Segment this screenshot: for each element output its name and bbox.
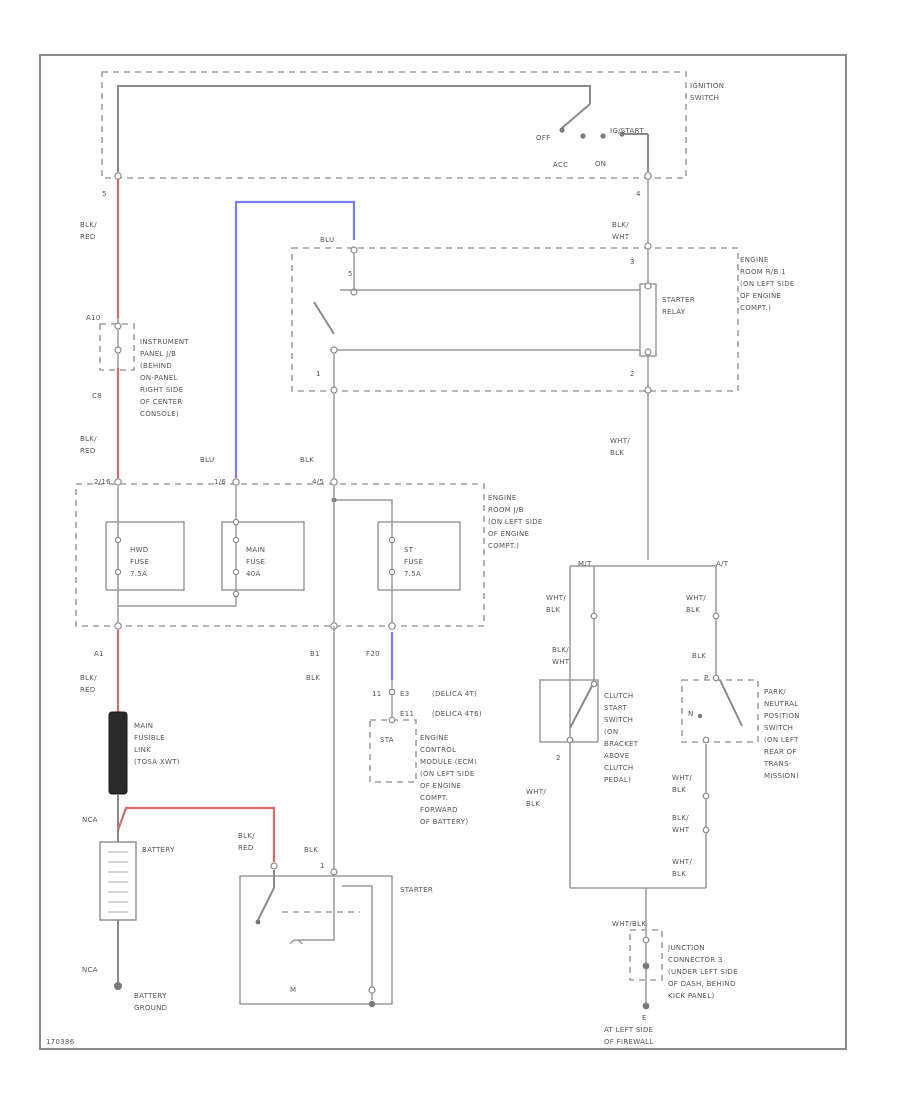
at-label: A/T	[716, 560, 729, 568]
starter: M 1 STARTER BLK/ RED BLK	[238, 626, 433, 1008]
pin-a1-label: A1	[94, 650, 104, 658]
blk-starter-label: BLK	[304, 846, 318, 854]
relay-pin-3: 3	[630, 258, 635, 266]
main-fusible-link: MAIN FUSIBLE LINK (TOSA XWT)	[108, 711, 180, 795]
pnp-pin-p: P	[704, 674, 709, 682]
engine-control-module: 11 E3 (DELICA 4T) E11 (DELICA 4T6) STA E…	[369, 680, 482, 826]
clutch-switch-label: CLUTCH START SWITCH (ON BRACKET ABOVE CL…	[604, 692, 641, 784]
pin-4-label: 4	[636, 190, 641, 198]
blu-top-label: BLU	[320, 236, 334, 244]
wire-color-blk-wht-2: BLK/ WHT	[552, 646, 571, 666]
engine-room-rb1-label: ENGINE ROOM R/B 1 (ON LEFT SIDE OF ENGIN…	[740, 256, 797, 312]
wire-color-blk-red-2: BLK/ RED	[80, 435, 99, 455]
wire-color-wht-blk-2: WHT/ BLK	[546, 594, 569, 614]
wire-color-blk-red-4: BLK/ RED	[238, 832, 257, 852]
blk-lo-label: BLK	[306, 674, 320, 682]
ignition-switch: OFF IG/START ACC ON IGNITION SWITCH	[101, 71, 727, 179]
ground-letter: E	[642, 1014, 647, 1022]
clutch-pin-label: 2	[556, 754, 561, 762]
main-fuse: MAIN FUSE 40A	[221, 486, 305, 606]
engine-room-jb-label: ENGINE ROOM J/B (ON LEFT SIDE OF ENGINE …	[488, 494, 545, 550]
e11-note: (DELICA 4T6)	[432, 710, 482, 718]
red-wire-battery-starter	[116, 806, 276, 862]
ignition-switch-label: IGNITION SWITCH	[690, 82, 727, 102]
wire-color-wht-blk-6: WHT/ BLK	[672, 858, 695, 878]
c8-label: C8	[92, 392, 102, 400]
st-fuse-label: ST FUSE 7.5A	[404, 546, 426, 578]
ign-start-label: IG/START	[610, 127, 644, 135]
pnp-switch-label: PARK/ NEUTRAL POSITION SWITCH (ON LEFT R…	[763, 688, 802, 780]
starter-motor-m: M	[290, 986, 296, 994]
pin-5-label: 5	[102, 190, 107, 198]
diagram-border	[39, 54, 847, 1050]
pin-f20-label: F20	[366, 650, 380, 658]
nca-top-label: NCA	[82, 816, 98, 824]
instrument-panel-jb-label: INSTRUMENT PANEL J/B (BEHIND ON-PANEL RI…	[140, 338, 192, 418]
wire-color-blk-red-3: BLK/ RED	[80, 674, 99, 694]
wire-color-blk-wht-3: BLK/ WHT	[672, 814, 691, 834]
relay-pin-1: 1	[316, 370, 321, 378]
fusible-link-label: MAIN FUSIBLE LINK (TOSA XWT)	[134, 722, 180, 766]
wire-color-blk-red-1: BLK/ RED	[80, 221, 99, 241]
pnp-pin-n: N	[688, 710, 694, 718]
starter-relay-label: STARTER RELAY	[662, 296, 698, 316]
starter-label: STARTER	[400, 886, 433, 894]
blue-wire-top	[234, 200, 356, 478]
blue-wire: BLU BLU	[200, 200, 394, 680]
blu-mid-label: BLU	[200, 456, 214, 464]
junction-connector-3: WHT/BLK JUNCTION CONNECTOR 3 (UNDER LEFT…	[604, 920, 740, 1046]
e3-note: (DELICA 4T)	[432, 690, 477, 698]
ground-location-label: AT LEFT SIDE OF FIREWALL	[604, 1026, 656, 1046]
e11-label: E11	[400, 710, 414, 718]
switch-branch: M/T A/T WHT/ BLK WHT/ BLK BLK/ WHT BLK 2…	[526, 560, 802, 1004]
st-fuse: ST FUSE 7.5A	[331, 497, 461, 626]
main-fuse-label: MAIN FUSE 40A	[246, 546, 268, 578]
acc-label: ACC	[553, 161, 568, 169]
park-neutral-position-switch: P N PARK/ NEUTRAL POSITION SWITCH (ON LE…	[681, 674, 802, 780]
engine-room-rb1: 5 1 2 3 4 BLK/ WHT STARTER RELAY ENGINE …	[291, 172, 797, 560]
wht-blk-junction-label: WHT/BLK	[612, 920, 646, 928]
e3-label: E3	[400, 690, 409, 698]
blk-2-label: BLK	[692, 652, 706, 660]
junction-connector-label: JUNCTION CONNECTOR 3 (UNDER LEFT SIDE OF…	[667, 944, 740, 1000]
jb-pin-a10: A10	[86, 314, 101, 322]
sta-label: STA	[380, 736, 394, 744]
clutch-start-switch: 2 CLUTCH START SWITCH (ON BRACKET ABOVE …	[539, 679, 641, 784]
off-label: OFF	[536, 134, 550, 142]
nca-bottom-label: NCA	[82, 966, 98, 974]
relay-pin-2: 2	[630, 370, 635, 378]
wire-color-wht-blk-3: WHT/ BLK	[686, 594, 709, 614]
jb-pin-b: 1/6	[214, 478, 226, 486]
hwd-fuse: HWD FUSE 7.5A	[105, 486, 236, 626]
red-wire-ignition-feed: 5 BLK/ RED	[80, 172, 122, 712]
wire-color-wht-blk-1: WHT/ BLK	[610, 437, 633, 457]
blk-mid-label: BLK	[300, 456, 314, 464]
on-label: ON	[595, 160, 606, 168]
pin-11-label: 11	[372, 690, 382, 698]
wire-color-wht-blk-5: WHT/ BLK	[672, 774, 695, 794]
battery-ground-label: BATTERY GROUND	[134, 992, 169, 1012]
pin-b1-label: B1	[310, 650, 320, 658]
relay-pin-5: 5	[348, 270, 353, 278]
instrument-panel-jb: A10 C8 INSTRUMENT PANEL J/B (BEHIND ON-P…	[80, 314, 192, 455]
starter-pin-label: 1	[320, 862, 325, 870]
engine-room-jb: 2/16 1/6 4/5 HWD FUSE 7.5A MAIN	[75, 478, 545, 630]
wire-color-wht-blk-4: WHT/ BLK	[526, 788, 549, 808]
battery-label: BATTERY	[142, 846, 175, 854]
hwd-fuse-label: HWD FUSE 7.5A	[130, 546, 152, 578]
jb-pin-a: 2/16	[94, 478, 111, 486]
diagram-code: 170386	[46, 1038, 75, 1046]
jb-pin-c: 4/5	[312, 478, 324, 486]
battery: BATTERY	[99, 841, 175, 921]
wire-color-blk-wht-1: BLK/ WHT	[612, 221, 631, 241]
mt-label: M/T	[578, 560, 592, 568]
ecm-label: ENGINE CONTROL MODULE (ECM) (ON LEFT SID…	[420, 734, 480, 826]
